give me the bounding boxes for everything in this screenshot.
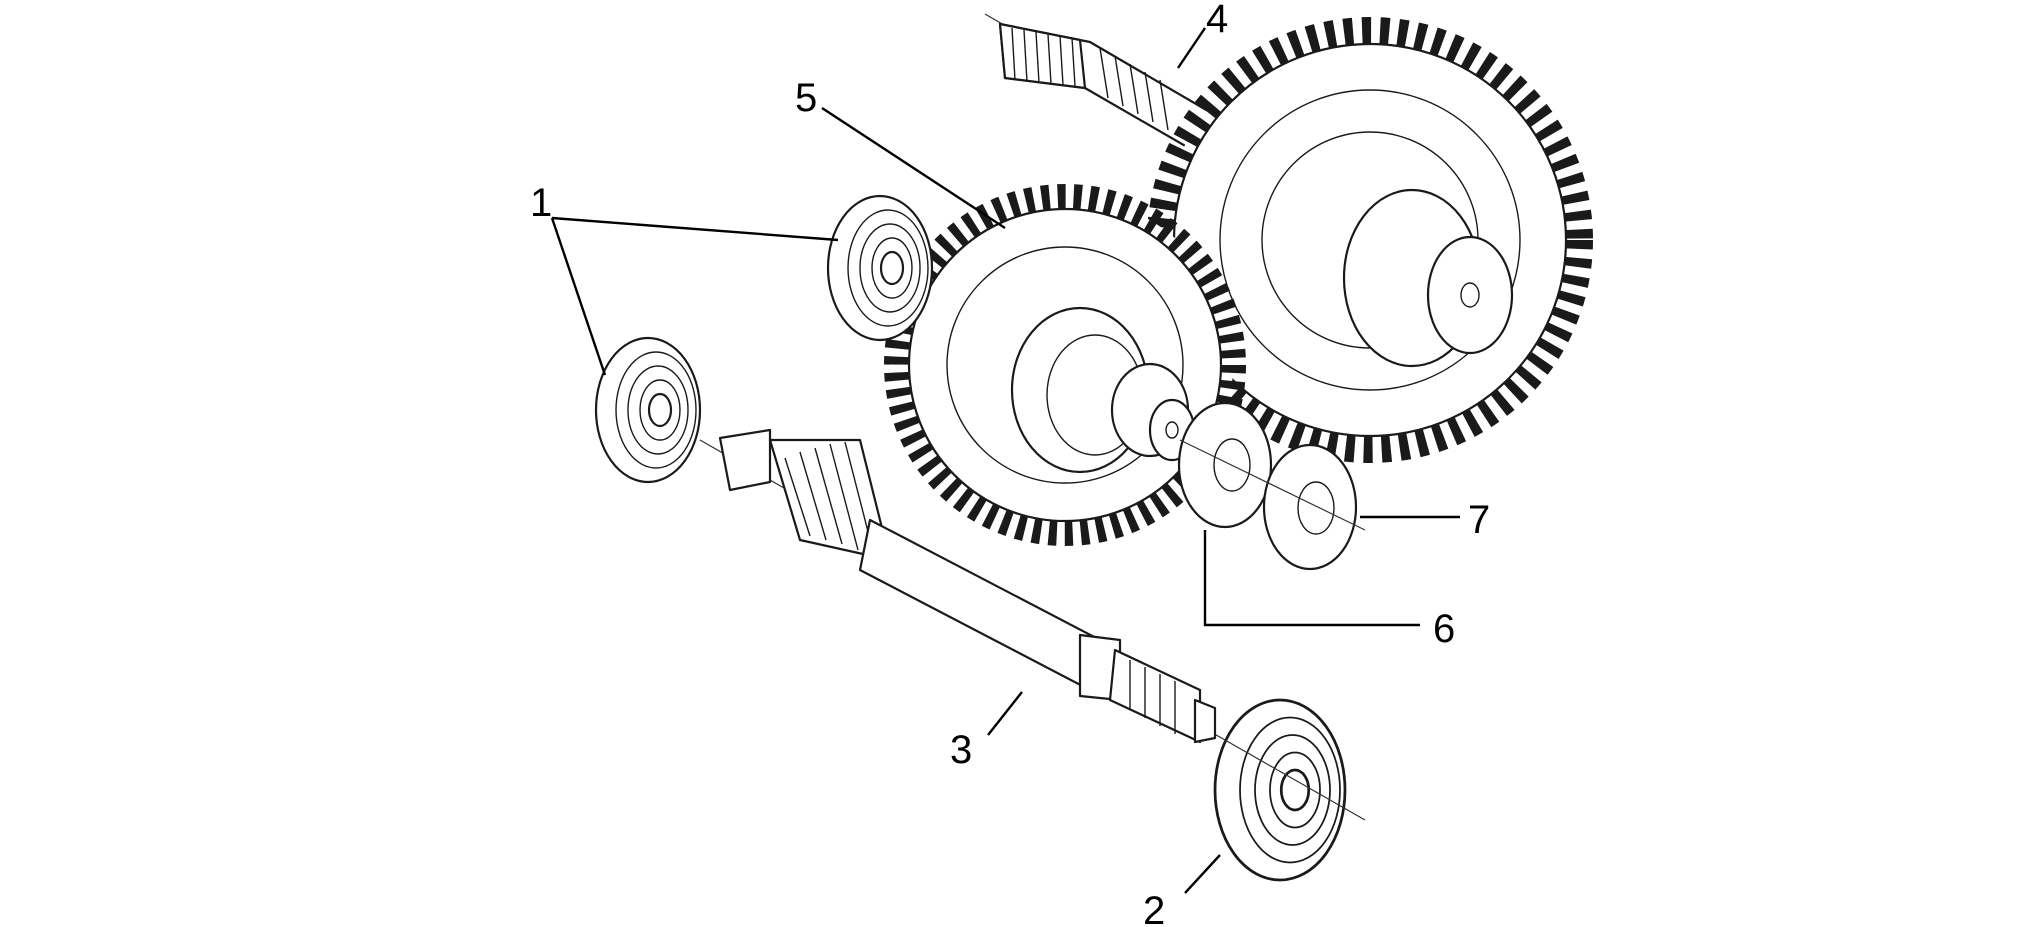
leader-4: [1177, 27, 1206, 69]
leader-3: [987, 691, 1023, 736]
output-shaft-part-4: [984, 13, 1593, 463]
bearing-part-2: [1213, 698, 1347, 882]
thrust-washer-part-7: [1262, 443, 1358, 571]
callout-2: 2: [1143, 889, 1165, 927]
spline-marks: [1099, 47, 1169, 131]
leader-6: [1203, 530, 1420, 627]
input-shaft-part-3: [699, 428, 1366, 821]
leader-2: [1184, 854, 1221, 894]
callout-1: 1: [530, 181, 552, 225]
callout-3: 3: [950, 728, 972, 772]
callout-4: 4: [1206, 0, 1228, 41]
callout-labels: 1 2 3 4 5 6 7: [530, 0, 1490, 927]
thread-marks: [1011, 27, 1076, 87]
leader-1a: [551, 216, 839, 242]
leader-5: [821, 106, 1006, 230]
thrust-washer-part-6: [1177, 401, 1273, 529]
bearing-part-1-upper: [826, 194, 934, 342]
leader-lines: [550, 27, 1460, 894]
callout-5: 5: [795, 76, 817, 120]
callout-7: 7: [1468, 498, 1490, 542]
bearing-part-1-lower: [594, 336, 702, 484]
callout-6: 6: [1433, 607, 1455, 651]
intermediate-gear-part-5: [884, 184, 1246, 546]
leader-1b: [550, 217, 607, 376]
spline-end-marks: [1129, 660, 1176, 734]
